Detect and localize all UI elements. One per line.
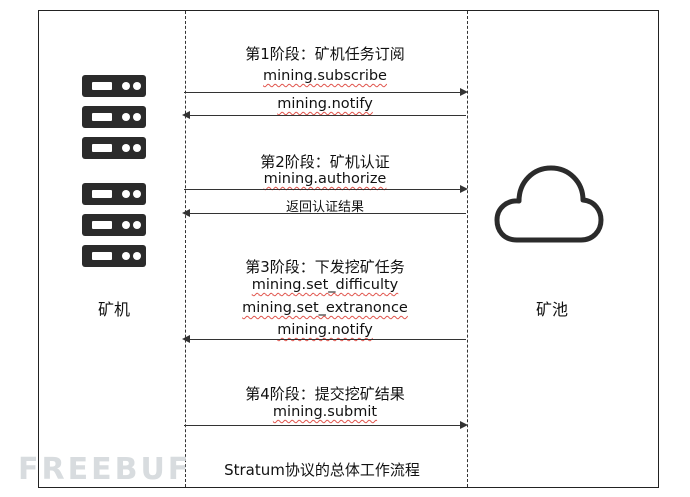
server-unit [82, 137, 146, 159]
response-arrow [182, 209, 466, 217]
pool-lifeline [467, 11, 468, 487]
miner-lifeline [185, 11, 186, 487]
message-label: mining.submit [272, 404, 378, 420]
stage-4-title: 第4阶段：提交挖矿结果 [245, 385, 405, 403]
stage-2-title: 第2阶段：矿机认证 [260, 153, 390, 171]
response-arrow [182, 335, 466, 343]
server-unit [82, 106, 146, 128]
pool-label: 矿池 [535, 300, 569, 319]
stage-1-title: 第1阶段：矿机任务订阅 [245, 45, 405, 63]
request-arrow [184, 421, 468, 429]
server-unit [82, 214, 146, 236]
message-label: mining.notify [277, 96, 373, 112]
watermark: FREEBUF [18, 452, 192, 487]
request-arrow [184, 88, 468, 96]
message-label: mining.set_extranonce [242, 300, 408, 316]
stage-3-title: 第3阶段：下发挖矿任务 [245, 258, 405, 276]
server-unit [82, 183, 146, 205]
message-label: mining.subscribe [263, 68, 387, 84]
message-label: 返回认证结果 [285, 200, 365, 215]
message-label: mining.authorize [263, 171, 387, 187]
miner-label: 矿机 [97, 300, 131, 319]
diagram-frame [38, 10, 659, 488]
server-unit [82, 245, 146, 267]
server-unit [82, 75, 146, 97]
cloud-icon [494, 165, 604, 243]
request-arrow [184, 185, 468, 193]
message-label: mining.notify [277, 322, 373, 338]
diagram-caption: Stratum协议的总体工作流程 [224, 461, 420, 479]
response-arrow [182, 111, 466, 119]
message-label: mining.set_difficulty [251, 277, 399, 293]
